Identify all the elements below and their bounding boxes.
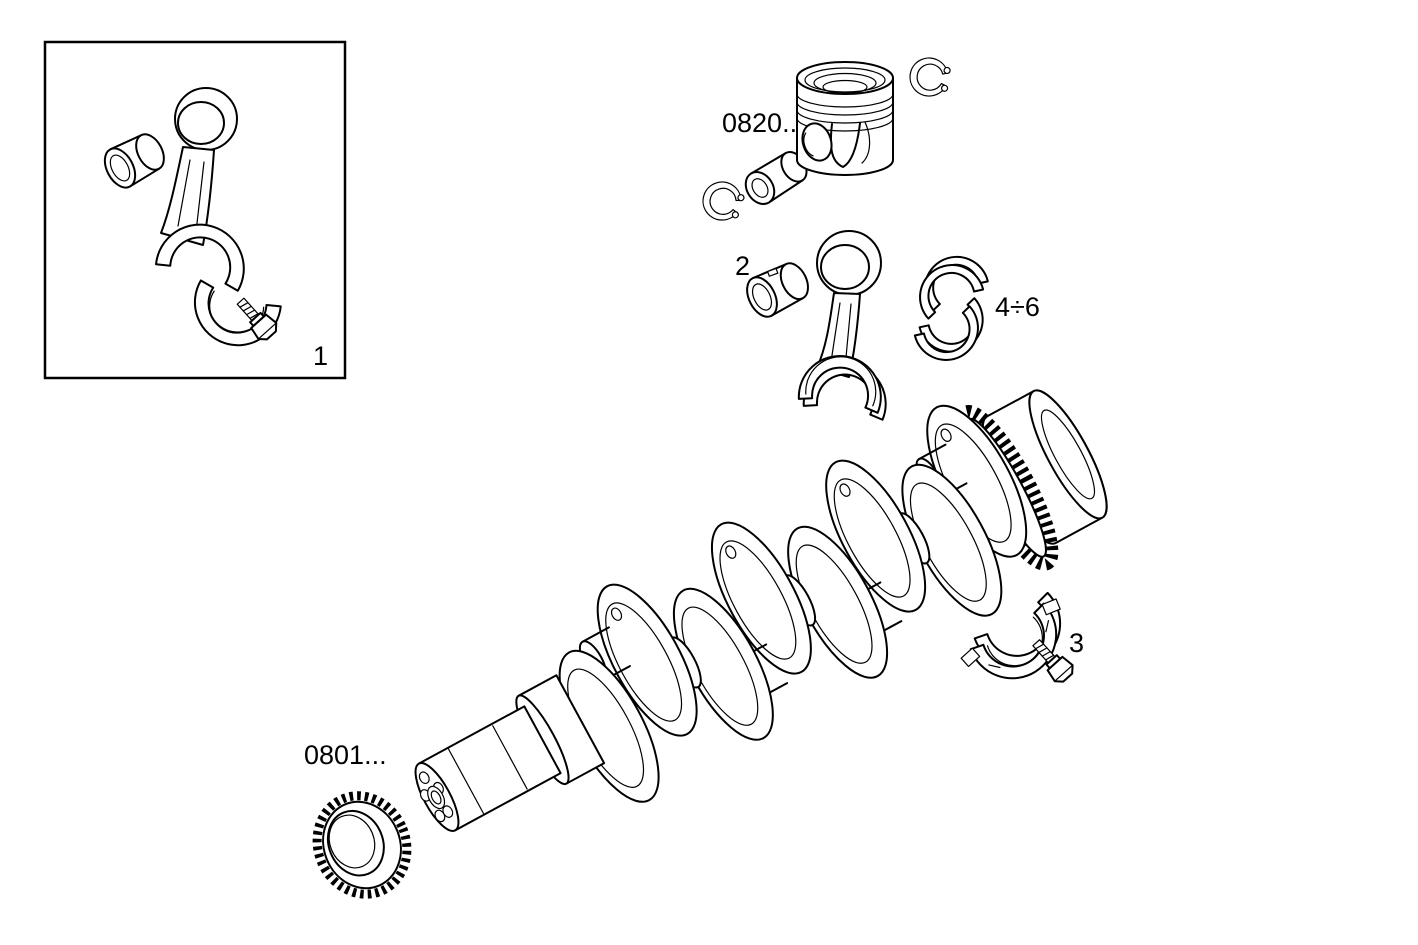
piston-assembly: 0820... [702,57,951,221]
crankshaft [414,389,1108,832]
crank-web [710,521,812,675]
connecting-rod [797,230,887,421]
crankshaft-nose [414,705,562,832]
crank-web [825,459,927,613]
bearing-shells-label: 4÷6 [995,292,1040,322]
bushing-label: 2 [735,251,750,281]
circlip-left-icon [702,181,745,221]
big-end-bearing-shells [913,255,989,361]
inset-item-label: 1 [313,341,328,371]
piston-group-ref-label: 0820... [722,108,805,138]
inset-frame [43,40,347,380]
small-end-bushing [746,262,809,318]
connecting-rod-assembly: 2 [735,230,1040,421]
crank-web [596,583,698,737]
circlip-right-icon [909,57,951,97]
crankshaft-group-ref-label: 0801... [304,740,387,770]
cap-bolt [1032,639,1074,683]
inset-connecting-rod: 1 [43,40,347,380]
bearing-cap-assembly: 3 [960,591,1084,683]
inset-rod-bolt [236,297,278,341]
timing-gear [312,791,412,899]
bearing-cap-label: 3 [1069,628,1084,658]
piston [796,61,894,176]
inset-bushing [103,133,165,189]
